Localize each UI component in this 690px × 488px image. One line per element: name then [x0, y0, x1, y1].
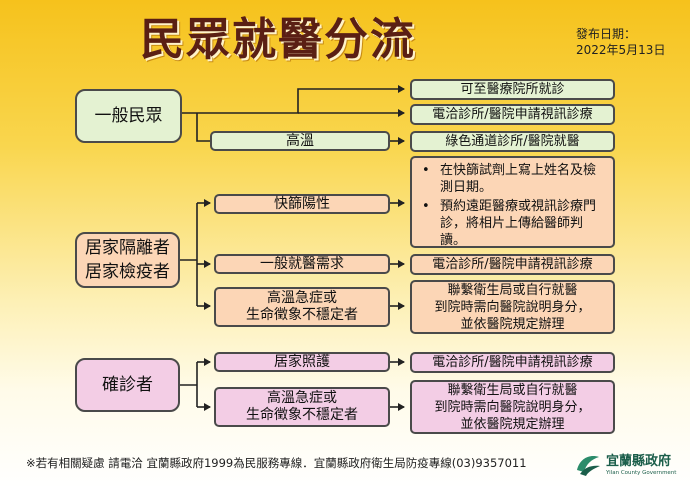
result-general-telemed: 電洽診所/醫院申請視訊診療	[410, 104, 615, 125]
group-isolation-label: 居家隔離者	[85, 238, 170, 258]
condition-general-medical-need: 一般就醫需求	[214, 254, 390, 274]
isolation-contact-line3: 並依醫院規定辦理	[460, 316, 565, 332]
publish-date-value: 2022年5月13日	[576, 43, 666, 57]
logo-english-name: Yilan County Government	[606, 469, 677, 476]
isolation-emergency-line2: 生命徵象不穩定者	[246, 307, 358, 323]
condition-rapid-test-positive: 快篩陽性	[214, 194, 390, 214]
condition-isolation-emergency: 高溫急症或 生命徵象不穩定者	[214, 287, 390, 327]
confirmed-contact-line1: 聯繫衛生局或自行就醫	[447, 382, 578, 398]
confirmed-contact-line3: 並依醫院規定辦理	[460, 416, 565, 432]
line-general-to-fever	[196, 113, 210, 142]
result-rapid-test-steps: 在快篩試劑上寫上姓名及檢測日期。 預約遠距醫療或視訊診療門診，將相片上傳給醫師判…	[410, 156, 615, 248]
publish-label: 發布日期：	[576, 27, 637, 41]
isolation-contact-line2: 到院時需向醫院說明身分，	[434, 299, 591, 315]
confirmed-contact-line2: 到院時需向醫院說明身分，	[434, 399, 591, 415]
group-confirmed-cases: 確診者	[75, 358, 180, 412]
condition-fever: 高溫	[210, 131, 390, 151]
condition-confirmed-emergency: 高溫急症或 生命徵象不穩定者	[214, 387, 390, 427]
arrow-general-to-clinic	[182, 85, 405, 114]
logo-chinese-name: 宜蘭縣政府	[606, 453, 672, 469]
rapid-test-steps-list: 在快篩試劑上寫上姓名及檢測日期。 預約遠距醫療或視訊診療門診，將相片上傳給醫師判…	[418, 162, 605, 251]
footer-note: ※若有相關疑慮 請電洽 宜蘭縣政府1999為民服務專線．宜蘭縣政府衛生局防疫專線…	[26, 456, 527, 470]
result-isolation-telemed: 電洽診所/醫院申請視訊診療	[410, 254, 615, 275]
isolation-contact-line1: 聯繫衛生局或自行就醫	[447, 282, 578, 298]
group-isolation-quarantine: 居家隔離者 居家檢疫者	[75, 232, 180, 288]
rapid-test-step-1: 在快篩試劑上寫上姓名及檢測日期。	[418, 162, 605, 196]
page-title: 民眾就醫分流	[140, 14, 416, 65]
rapid-test-step-2: 預約遠距醫療或視訊診療門診，將相片上傳給醫師判讀。	[418, 198, 605, 249]
county-emblem-icon	[577, 456, 600, 476]
confirmed-emergency-line1: 高溫急症或	[267, 390, 337, 406]
condition-home-care: 居家照護	[214, 352, 390, 372]
isolation-emergency-line1: 高溫急症或	[267, 290, 337, 306]
confirmed-emergency-line2: 生命徵象不穩定者	[246, 407, 358, 423]
result-green-channel: 綠色通道診所/醫院就醫	[410, 131, 615, 152]
result-isolation-emergency-contact: 聯繫衛生局或自行就醫 到院時需向醫院說明身分， 並依醫院規定辦理	[410, 280, 615, 334]
result-clinic-visit: 可至醫療院所就診	[410, 79, 615, 100]
result-confirmed-telemed: 電洽診所/醫院申請視訊診療	[410, 352, 615, 373]
result-confirmed-emergency-contact: 聯繫衛生局或自行就醫 到院時需向醫院說明身分， 並依醫院規定辦理	[410, 380, 615, 434]
publish-date: 發布日期： 2022年5月13日	[576, 26, 686, 58]
group-general-public: 一般民眾	[75, 89, 182, 143]
county-government-logo: 宜蘭縣政府 Yilan County Government	[574, 448, 686, 482]
group-quarantine-label: 居家檢疫者	[85, 262, 170, 282]
